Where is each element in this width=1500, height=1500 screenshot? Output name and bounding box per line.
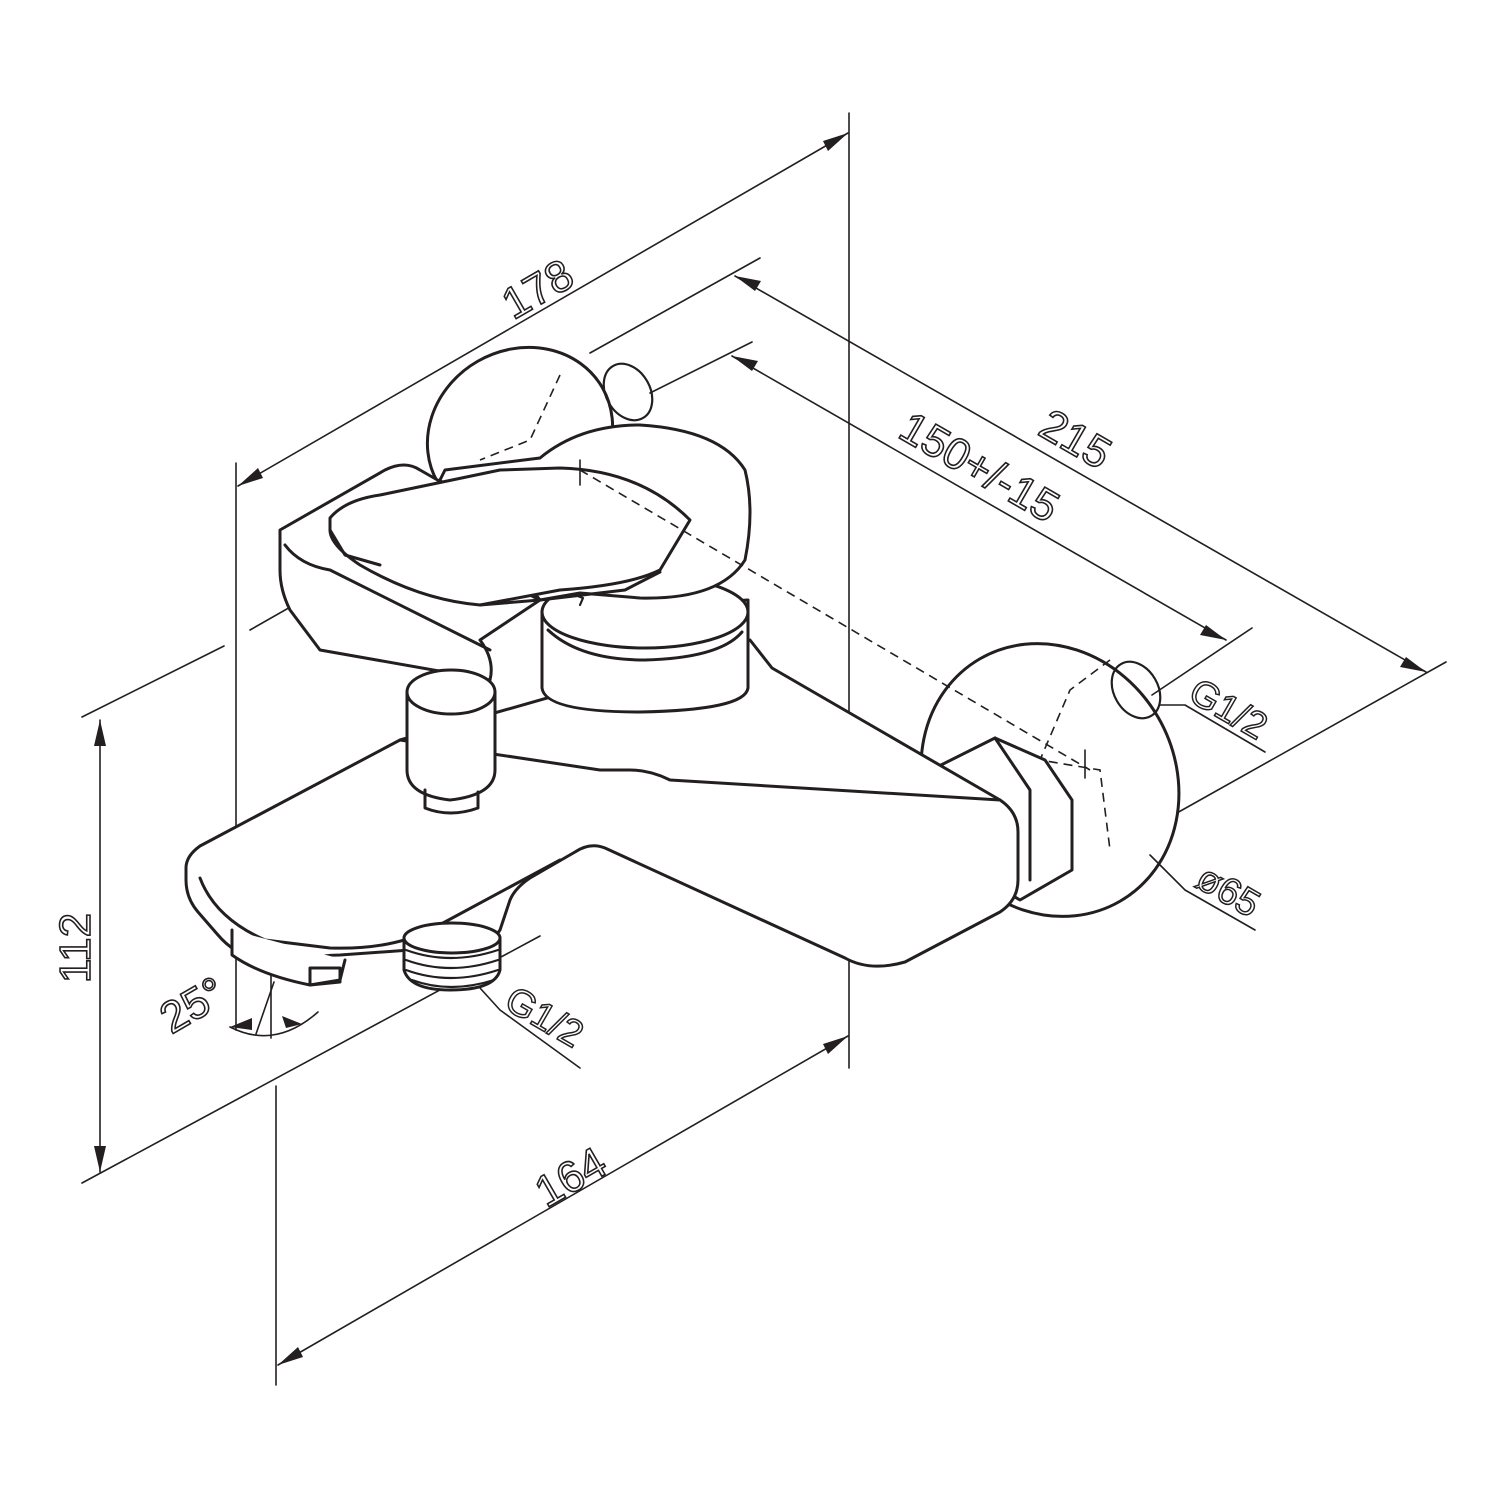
label-25: 25°	[152, 968, 234, 1044]
label-112: 112	[51, 913, 100, 983]
faucet-body	[184, 638, 1020, 968]
dim-150	[731, 355, 1227, 641]
dim-25-angle	[229, 981, 319, 1037]
label-178: 178	[494, 250, 582, 329]
leader-outlet-g12	[479, 987, 581, 1069]
label-outlet-g12: G1/2	[498, 979, 590, 1057]
faucet	[184, 345, 1266, 1069]
leader-diameter	[1149, 854, 1256, 931]
dim-112	[94, 719, 106, 1173]
rear-inlet-thread	[602, 362, 654, 422]
label-inlet-g12: G1/2	[1182, 671, 1274, 749]
label-150: 150+/-15	[891, 402, 1067, 532]
label-215: 215	[1031, 400, 1119, 479]
label-164: 164	[527, 1138, 615, 1217]
outlet-thread	[402, 921, 502, 992]
dim-178	[237, 132, 849, 487]
dim-215	[734, 275, 1427, 673]
diverter-knob[interactable]	[405, 668, 497, 815]
center-line	[579, 469, 1091, 771]
leader-inlet-g12	[1159, 704, 1266, 753]
lever-handle[interactable]	[328, 423, 752, 607]
dim-164	[277, 1035, 849, 1366]
front-inlet-thread	[1110, 660, 1162, 720]
label-65: ø65	[1189, 857, 1267, 926]
